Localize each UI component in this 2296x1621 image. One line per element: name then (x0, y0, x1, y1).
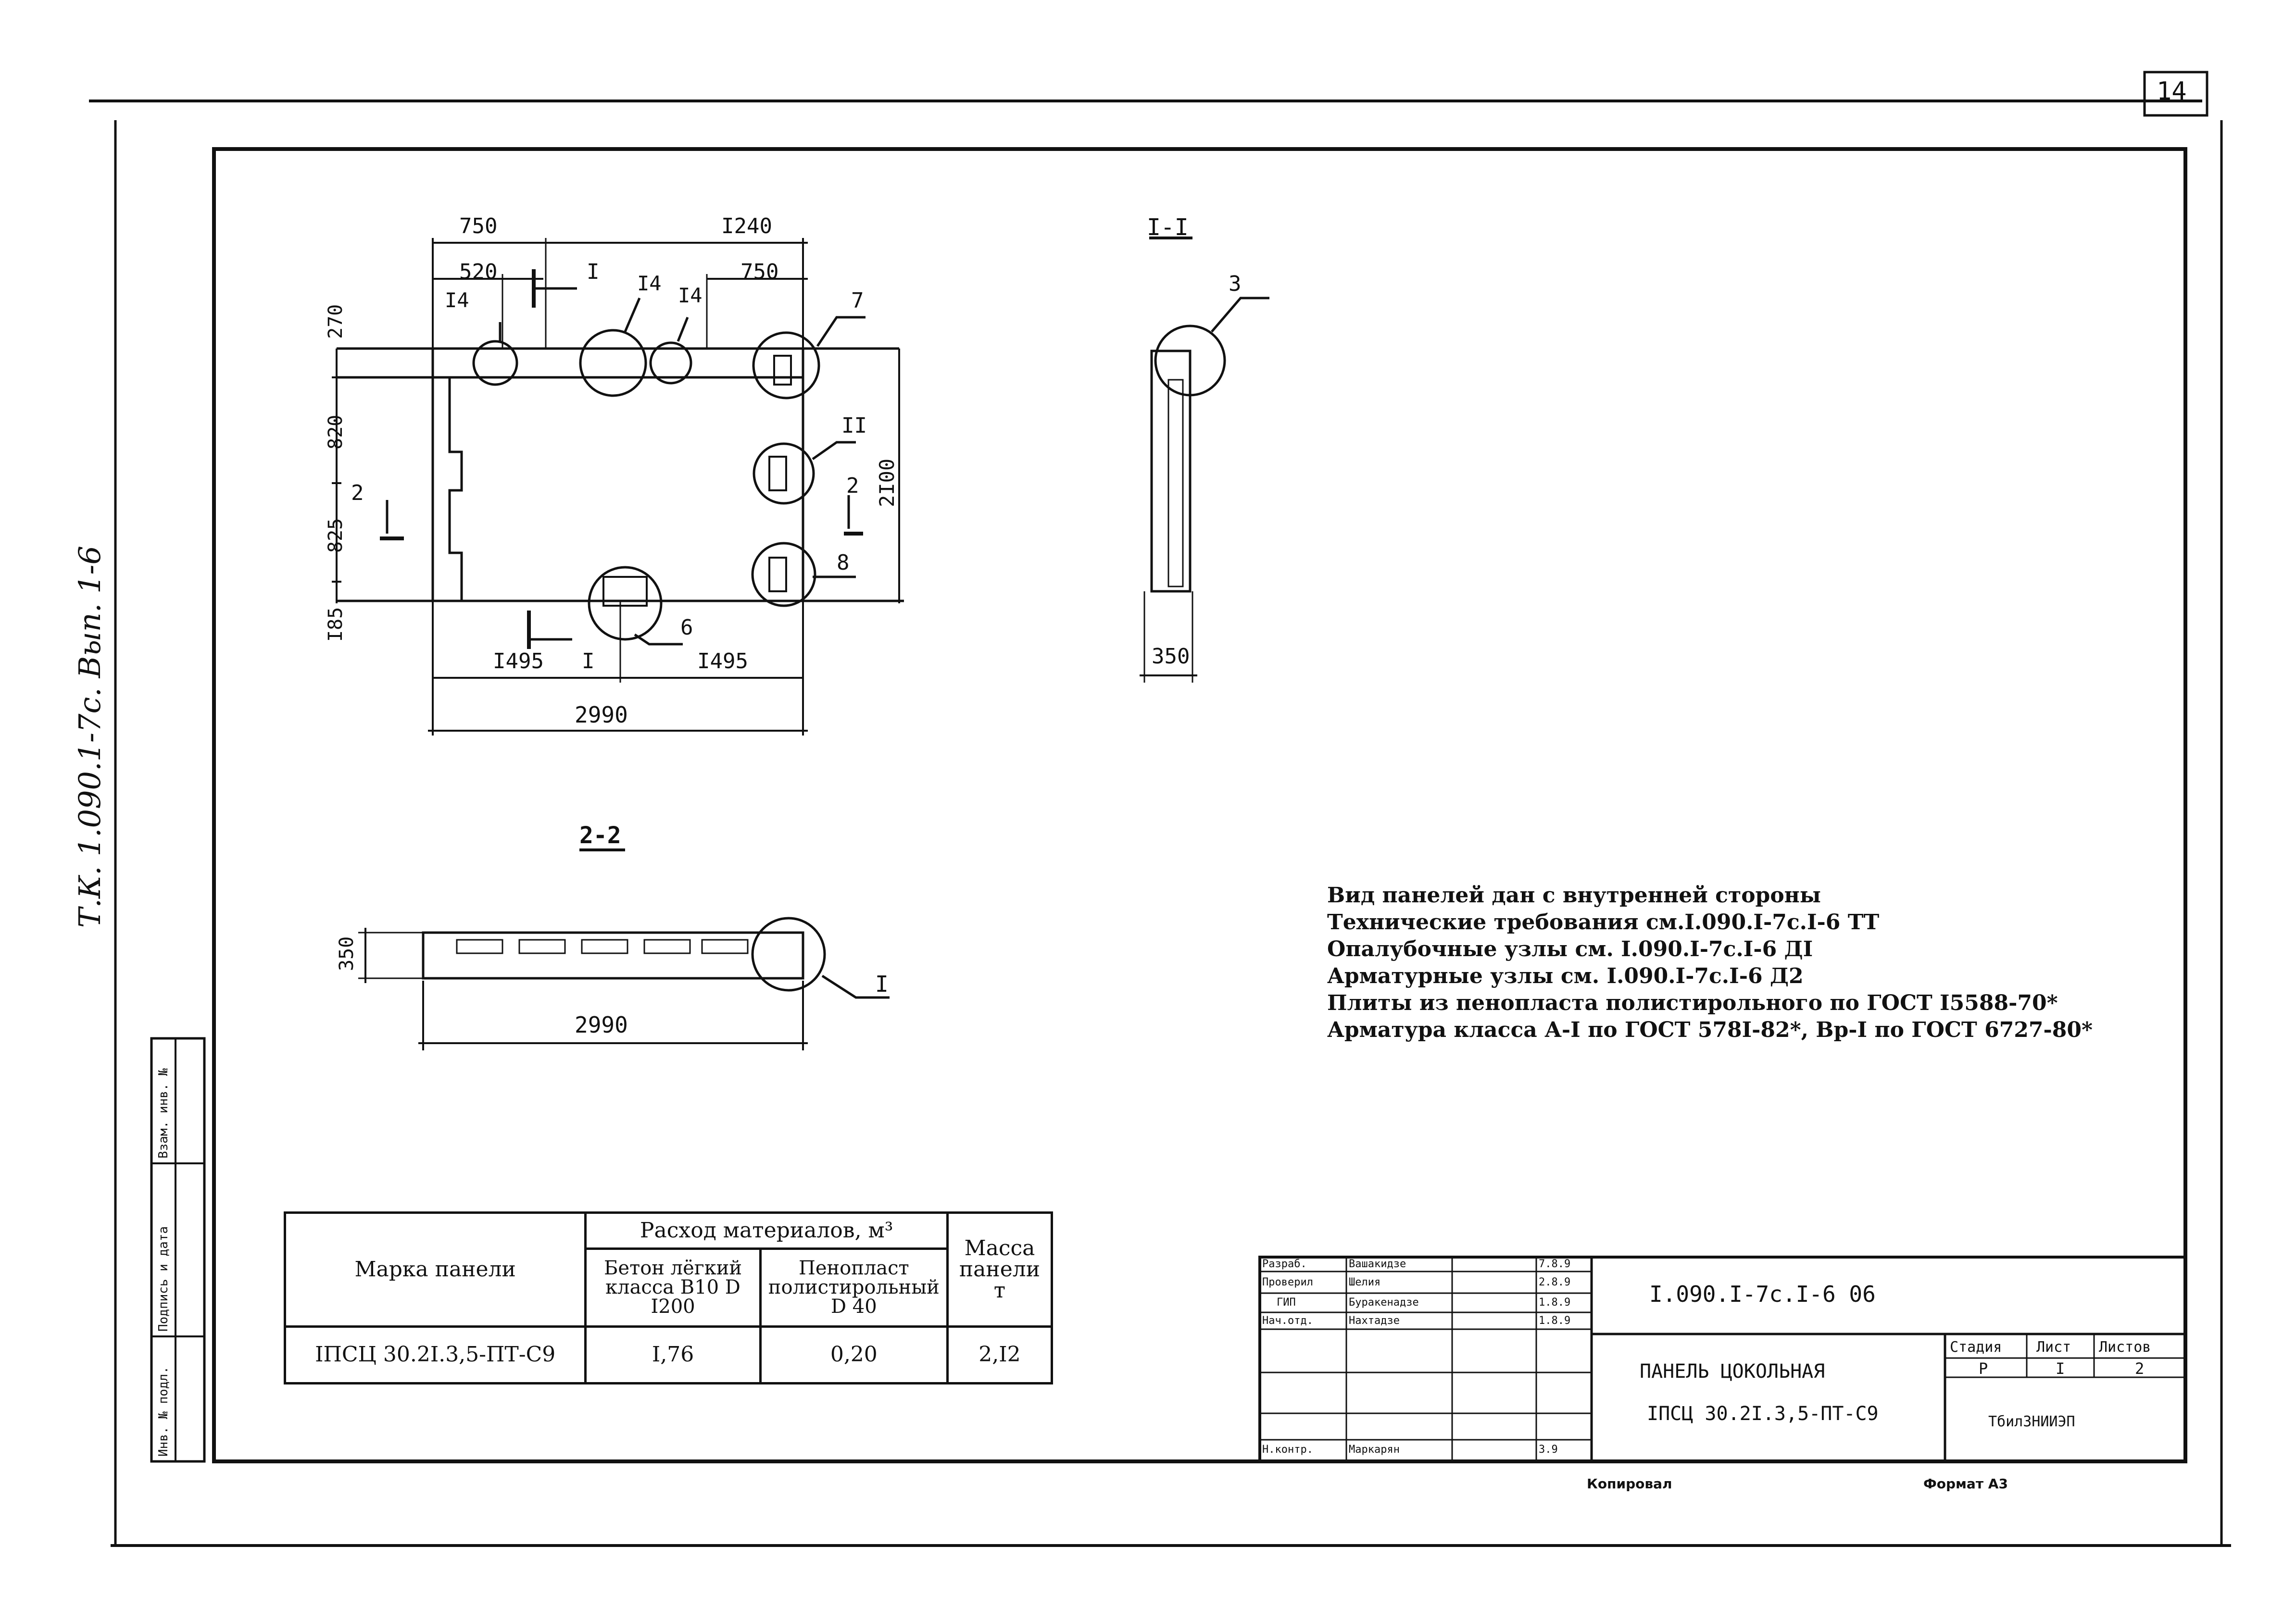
tb-name: Буракенадзе (1349, 1297, 1419, 1309)
dim-top-right-inner: 750 (740, 260, 779, 284)
col-mark-header: Марка панели (283, 1211, 587, 1328)
tb-date: 3.9 (1539, 1444, 1558, 1456)
note-line: Плиты из пенопласта полистирольного по Г… (1327, 991, 2058, 1015)
callout-14-c: I4 (678, 284, 703, 307)
dim-bottom-right: I495 (697, 649, 748, 673)
cell-mark: IПСЦ 30.2I.3,5-ПТ-С9 (283, 1325, 587, 1385)
callout-14-b: I4 (637, 272, 662, 295)
section-1-1-callout: 3 (1229, 272, 1242, 296)
section-2-2 (358, 848, 890, 1050)
tb-name: Маркарян (1349, 1444, 1400, 1456)
dim-top-right-outer: I240 (721, 214, 772, 238)
materials-table: Марка панели Расход материалов, м³ Масса… (283, 1211, 1054, 1385)
section-1-1 (1140, 237, 1269, 683)
cell-foam: 0,20 (759, 1325, 949, 1385)
dim-top-left-inner: 520 (459, 260, 498, 284)
sheet-number-box (2143, 71, 2208, 117)
callout-8: 8 (837, 550, 850, 575)
tb-name: Шелия (1349, 1276, 1381, 1288)
table-row: IПСЦ 30.2I.3,5-ПТ-С9 I,76 0,20 2,I2 (283, 1325, 1054, 1385)
note-line: Опалубочные узлы см. I.090.I-7с.I-6 ДI (1327, 937, 1813, 961)
drawing-frame (212, 147, 2187, 1463)
tb-role: Разраб. (1262, 1258, 1307, 1270)
dim-bottom-left: I495 (493, 649, 544, 673)
section-mark-2-left: 2 (351, 481, 364, 505)
section-2-2-callout-circle (751, 917, 826, 992)
tb-org: ТбилЗНИИЭП (1988, 1413, 2075, 1430)
note-line: Арматурные узлы см. I.090.I-7с.I-6 Д2 (1327, 964, 1804, 988)
callout-7: 7 (851, 288, 864, 313)
section-mark-1-top: I (587, 260, 600, 284)
tb-name: Нахтадзе (1349, 1315, 1400, 1327)
callout-14-a: I4 (445, 288, 469, 312)
tb-date: 1.8.9 (1539, 1297, 1571, 1309)
dim-top-left-outer: 750 (459, 214, 498, 238)
notes-block: Вид панелей дан с внутренней стороны Тех… (1327, 882, 2093, 1044)
callout-6: 6 (680, 615, 693, 640)
section-mark-1-bottom: I (582, 649, 595, 673)
dim-left-1: 270 (325, 304, 347, 339)
tb-role: Н.контр. (1262, 1444, 1313, 1456)
tb-name: Вашакидзе (1349, 1258, 1406, 1270)
section-1-1-callout-circle (1154, 324, 1226, 397)
col-consumption-header: Расход материалов, м³ (584, 1211, 949, 1250)
col-foam-header: Пенопласт полистирольный D 40 (759, 1247, 949, 1328)
cell-mass: 2,I2 (946, 1325, 1054, 1385)
col-mass-header: Масса панели т (946, 1211, 1054, 1328)
tb-doc-code: I.090.I-7с.I-6 06 (1649, 1281, 1876, 1307)
sheet-number: 14 (2157, 77, 2187, 106)
note-line: Технические требования см.I.090.I-7с.I-6… (1327, 910, 1880, 935)
side-stamp-frame (150, 1037, 206, 1463)
col-concrete-header: Бетон лёгкий класса В10 D I200 (584, 1247, 762, 1328)
tb-title-line2: IПСЦ 30.2I.3,5-ПТ-С9 (1647, 1403, 1879, 1425)
tb-sheets: 2 (2135, 1359, 2145, 1378)
tb-stage-label: Стадия (1950, 1339, 2002, 1356)
section-2-2-title: 2-2 (579, 822, 621, 849)
tb-role: Нач.отд. (1262, 1315, 1313, 1327)
tb-sheet: I (2056, 1359, 2065, 1378)
tb-date: 2.8.9 (1539, 1276, 1571, 1288)
section-1-1-title: I-I (1147, 214, 1189, 241)
callout-ii: II (841, 413, 867, 438)
section-2-2-body (422, 931, 804, 980)
dim-left-2: 820 (325, 414, 347, 449)
tb-title-line1: ПАНЕЛЬ ЦОКОЛЬНАЯ (1640, 1360, 1825, 1383)
plan-view (332, 238, 904, 736)
copied-label: Копировал (1587, 1476, 1672, 1492)
section-2-2-callout: I (875, 971, 889, 997)
side-stamp-replace: Взам. инв. № (156, 1068, 171, 1159)
section-mark-2-right: 2 (846, 474, 859, 498)
tb-role: Проверил (1262, 1276, 1313, 1288)
side-stamp-inv: Инв. № подл. (156, 1366, 171, 1457)
note-line: Арматура класса А-I по ГОСТ 578I-82*, Вр… (1327, 1018, 2093, 1042)
dim-left-4: I85 (325, 607, 347, 642)
tb-date: 7.8.9 (1539, 1258, 1571, 1270)
format-label: Формат А3 (1923, 1476, 2008, 1492)
cell-concrete: I,76 (584, 1325, 762, 1385)
section-1-1-width-dim: 350 (1152, 644, 1190, 669)
section-2-2-height-dim: 350 (336, 936, 358, 971)
section-2-2-length-dim: 2990 (575, 1012, 628, 1038)
dim-left-3: 825 (325, 518, 347, 553)
tb-date: 1.8.9 (1539, 1315, 1571, 1327)
section-1-1-body (1150, 349, 1192, 593)
note-line: Вид панелей дан с внутренней стороны (1327, 883, 1821, 908)
side-stamp-sign: Подпись и дата (156, 1226, 171, 1332)
margin-note: Т.К. 1.090.1-7с. Вып. 1-6 (72, 546, 107, 928)
tb-sheets-label: Листов (2099, 1339, 2151, 1356)
tb-sheet-label: Лист (2036, 1339, 2071, 1356)
dim-bottom-total: 2990 (575, 702, 628, 728)
title-block-grid (1258, 1256, 2187, 1463)
tb-role: ГИП (1277, 1297, 1296, 1309)
tb-stage: Р (1979, 1359, 1988, 1378)
dim-right-height: 2I00 (875, 458, 899, 507)
